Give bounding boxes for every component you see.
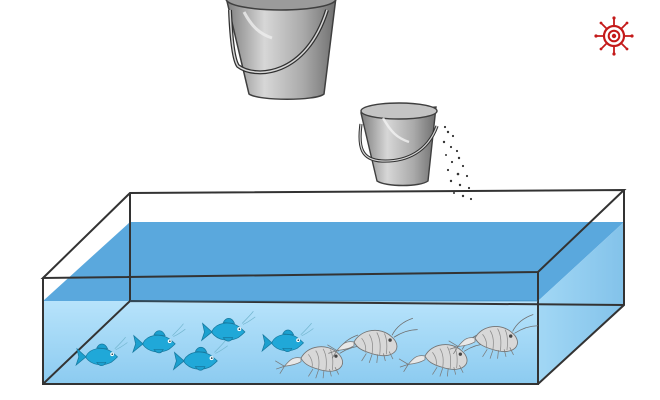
fish-food-particles <box>442 125 473 201</box>
ship-wheel-icon <box>594 16 634 56</box>
water-right-side <box>538 222 624 384</box>
small-bucket <box>358 102 439 187</box>
water-top-surface <box>43 222 624 301</box>
large-bucket <box>225 0 337 100</box>
